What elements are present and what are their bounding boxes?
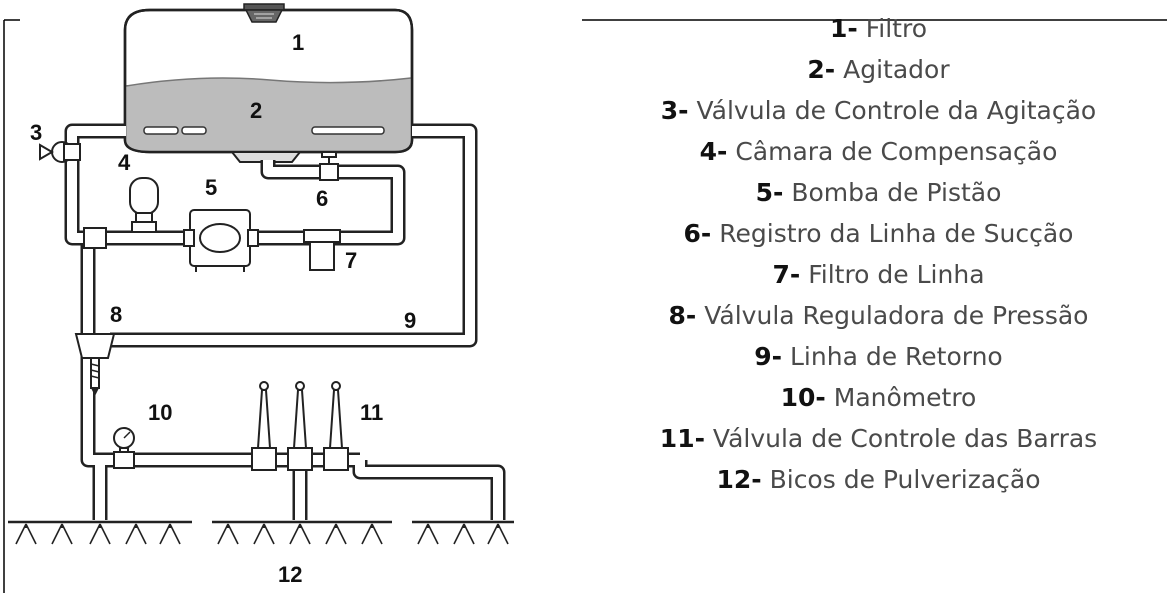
legend-text: Câmara de Compensação [735, 137, 1058, 166]
legend-text: Filtro de Linha [808, 260, 985, 289]
legend-item-2: 2- Agitador [590, 49, 1167, 90]
legend-item-10: 10- Manômetro [590, 377, 1167, 418]
legend-number: 7- [772, 260, 801, 289]
legend-number: 2- [807, 55, 836, 84]
legend-item-11: 11- Válvula de Controle das Barras [590, 418, 1167, 459]
spray-booms [8, 520, 514, 545]
legend-text: Linha de Retorno [790, 342, 1003, 371]
tank-filter [243, 3, 285, 23]
boom-control-valves [251, 381, 349, 471]
label-6: 6 [316, 186, 328, 211]
label-4: 4 [118, 150, 131, 175]
legend-text: Bicos de Pulverização [769, 465, 1041, 494]
legend-number: 3- [660, 96, 689, 125]
label-7: 7 [345, 248, 357, 273]
component-legend: 1- Filtro 2- Agitador 3- Válvula de Cont… [590, 8, 1167, 500]
pressure-regulating-valve [74, 333, 116, 396]
suction-register [319, 151, 339, 181]
label-11: 11 [360, 400, 383, 425]
legend-item-12: 12- Bicos de Pulverização [590, 459, 1167, 500]
legend-number: 9- [754, 342, 783, 371]
legend-text: Filtro [865, 14, 927, 43]
label-1: 1 [292, 30, 304, 55]
legend-number: 11- [659, 424, 705, 453]
legend-item-9: 9- Linha de Retorno [590, 336, 1167, 377]
legend-item-3: 3- Válvula de Controle da Agitação [590, 90, 1167, 131]
legend-text: Válvula Reguladora de Pressão [704, 301, 1089, 330]
legend-item-8: 8- Válvula Reguladora de Pressão [590, 295, 1167, 336]
legend-text: Válvula de Controle das Barras [712, 424, 1098, 453]
label-3: 3 [30, 120, 42, 145]
legend-text: Bomba de Pistão [791, 178, 1002, 207]
legend-number: 4- [699, 137, 728, 166]
legend-number: 10- [780, 383, 826, 412]
legend-number: 6- [683, 219, 712, 248]
tee-fitting [83, 227, 107, 249]
tank [123, 8, 414, 154]
legend-number: 5- [755, 178, 784, 207]
legend-item-5: 5- Bomba de Pistão [590, 172, 1167, 213]
tank-outlet [229, 151, 303, 163]
label-2: 2 [250, 98, 262, 123]
legend-number: 1- [829, 14, 858, 43]
legend-item-6: 6- Registro da Linha de Sucção [590, 213, 1167, 254]
label-12: 12 [278, 562, 302, 587]
sprayer-schematic: 1 2 3 4 5 6 7 8 9 10 11 12 [8, 3, 514, 587]
label-8: 8 [110, 302, 122, 327]
legend-text: Agitador [843, 55, 950, 84]
agitation-valve [39, 141, 81, 163]
label-10: 10 [148, 400, 172, 425]
compensation-chamber [129, 177, 159, 233]
agitator-nozzles [143, 126, 385, 135]
legend-item-1: 1- Filtro [590, 8, 1167, 49]
pipes [64, 123, 506, 520]
line-filter [303, 229, 341, 271]
legend-text: Registro da Linha de Sucção [719, 219, 1074, 248]
label-9: 9 [404, 308, 416, 333]
legend-item-7: 7- Filtro de Linha [590, 254, 1167, 295]
legend-number: 8- [668, 301, 697, 330]
legend-number: 12- [716, 465, 762, 494]
spray-nozzles [15, 523, 509, 545]
legend-text: Válvula de Controle da Agitação [696, 96, 1097, 125]
piston-pump [183, 209, 259, 272]
legend-item-4: 4- Câmara de Compensação [590, 131, 1167, 172]
label-5: 5 [205, 175, 217, 200]
manometer [113, 427, 135, 469]
legend-text: Manômetro [833, 383, 977, 412]
